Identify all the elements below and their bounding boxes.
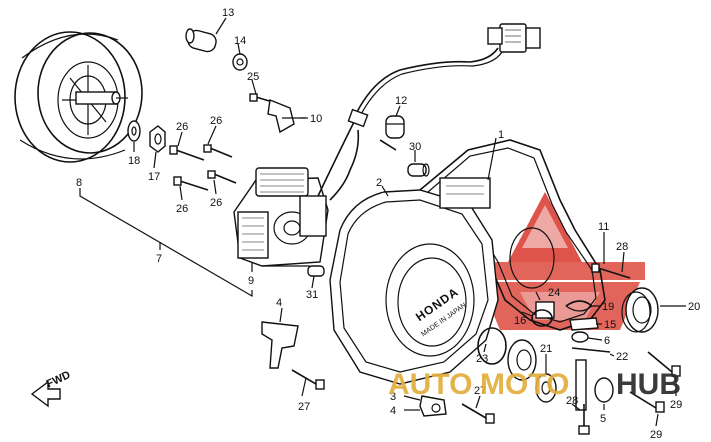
part-number-15: 15: [604, 319, 616, 331]
part-number-11: 11: [598, 221, 609, 233]
forward-arrow-icon: FWD: [30, 369, 73, 408]
cap-23: [507, 339, 537, 381]
part-number-5: 5: [600, 413, 606, 425]
oring-23-large: [477, 327, 507, 365]
connector: [487, 23, 541, 53]
dowel-pin-31: [307, 265, 325, 277]
part-number-13: 13: [222, 7, 234, 19]
part-number-18: 18: [128, 155, 140, 167]
watermark-logo: [475, 192, 645, 330]
part-number-1: 1: [498, 129, 504, 141]
forward-label: FWD: [45, 369, 73, 390]
watermark-text: AUTO MOTO HUB: [388, 368, 681, 401]
part-number-21: 21: [540, 343, 552, 355]
flywheel-rotor: [14, 31, 143, 163]
bolt-29-upper: [647, 351, 681, 377]
bolt-26-lower-left: [173, 176, 209, 191]
part-number-4-upper: 4: [276, 297, 282, 309]
dowel-pin-30: [407, 163, 430, 177]
part-number-9: 9: [248, 275, 254, 287]
nut-17: [149, 125, 166, 153]
shaft-22: [571, 347, 611, 353]
shaft-5: [575, 359, 614, 411]
part-number-2: 2: [376, 177, 382, 189]
bracket-10: [267, 99, 306, 134]
part-number-26-c: 26: [176, 203, 188, 215]
part-number-27-middle: 27: [474, 385, 486, 397]
bolt-26-upper-right: [203, 144, 233, 158]
part-number-29-lower: 29: [650, 429, 662, 441]
part-number-27-left: 27: [298, 401, 310, 413]
part-number-22: 22: [616, 351, 628, 363]
part-number-31: 31: [306, 289, 318, 301]
left-crankcase-cover: HONDA MADE IN JAPAN: [329, 177, 499, 385]
collar-14: [232, 53, 248, 71]
clip-15: [569, 317, 599, 331]
washer-18: [127, 120, 141, 142]
part-number-10: 10: [310, 113, 322, 125]
bolt-27-left: [291, 369, 325, 390]
bolt-26-lower-right: [207, 170, 237, 184]
bolt-26-upper-left: [169, 145, 205, 161]
part-number-6: 6: [604, 335, 610, 347]
watermark-moto: MOTO: [480, 368, 569, 401]
bolt-27-middle: [461, 403, 495, 424]
part-number-23: 23: [476, 353, 488, 365]
part-number-17: 17: [148, 171, 160, 183]
part-number-19: 19: [602, 301, 614, 313]
wire-harness: [329, 47, 503, 201]
bracket-4-upper: [261, 321, 299, 369]
watermark-triangle-icon: [508, 192, 582, 262]
bolt-28-upper: [591, 263, 631, 279]
washer-6: [571, 331, 589, 343]
part-number-20: 20: [688, 301, 700, 313]
leader-lines: [79, 17, 686, 427]
oil-seal-20: [621, 287, 659, 333]
oring-16: [531, 309, 553, 327]
part-number-4-lower: 4: [390, 405, 396, 417]
part-number-labels: 13 14 25 10 12 1 30 2 26 26 26 26 18 17 …: [76, 7, 700, 441]
part-number-7: 7: [156, 253, 162, 265]
part-number-24: 24: [548, 287, 560, 299]
grommet-12: [379, 115, 405, 151]
part-number-26-b: 26: [210, 115, 222, 127]
bolt-29-lower: [629, 391, 665, 413]
part-number-16: 16: [514, 315, 526, 327]
part-number-12: 12: [395, 95, 407, 107]
oring-19: [565, 300, 593, 312]
part-number-8: 8: [76, 177, 82, 189]
part-number-30: 30: [409, 141, 421, 153]
part-number-14: 14: [234, 35, 246, 47]
watermark-hub: HUB: [616, 368, 681, 401]
part-number-25: 25: [247, 71, 259, 83]
part-number-28-lower: 28: [566, 395, 578, 407]
part-number-26-a: 26: [176, 121, 188, 133]
grommet-13: [185, 28, 217, 53]
clamp-3: [419, 395, 447, 417]
watermark-auto: AUTO: [388, 368, 472, 401]
part-number-29-upper: 29: [670, 399, 682, 411]
part-number-3: 3: [390, 391, 396, 403]
part-number-28-upper: 28: [616, 241, 628, 253]
part-number-26-d: 26: [210, 197, 222, 209]
stator-assembly: [233, 119, 356, 267]
bolt-28-lower: [578, 404, 590, 435]
